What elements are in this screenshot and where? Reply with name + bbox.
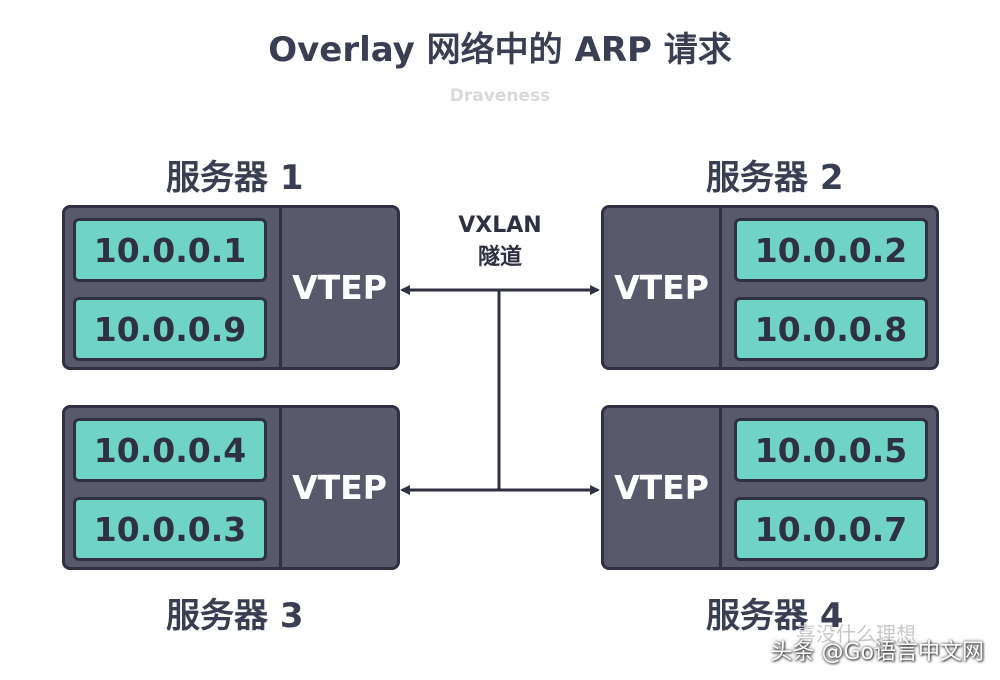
- tunnel-line2: 隧道: [477, 245, 522, 270]
- server-2: VTEP 10.0.0.2 10.0.0.8: [601, 205, 939, 370]
- server-4: VTEP 10.0.0.5 10.0.0.7: [601, 405, 939, 570]
- server-3-vtep: VTEP: [279, 408, 397, 567]
- vxlan-tunnel-label: VXLAN 隧道: [440, 210, 560, 274]
- server-3-ip-2: 10.0.0.3: [73, 497, 267, 561]
- server-1-label: 服务器 1: [166, 158, 304, 198]
- diagram-title: Overlay 网络中的 ARP 请求: [268, 30, 732, 70]
- watermark-main: 头条 @Go语言中文网: [770, 640, 984, 665]
- server-2-label: 服务器 2: [706, 158, 844, 198]
- server-2-vtep: VTEP: [604, 208, 722, 367]
- server-1-ip-2: 10.0.0.9: [73, 297, 267, 361]
- server-3-label: 服务器 3: [166, 596, 304, 636]
- server-3-ip-1: 10.0.0.4: [73, 418, 267, 482]
- server-2-ip-2: 10.0.0.8: [734, 297, 928, 361]
- tunnel-line1: VXLAN: [458, 213, 542, 238]
- watermark-faint: 喜没什么理想: [796, 622, 916, 646]
- server-1-vtep: VTEP: [279, 208, 397, 367]
- server-4-vtep: VTEP: [604, 408, 722, 567]
- server-2-ip-1: 10.0.0.2: [734, 218, 928, 282]
- server-1: 10.0.0.1 10.0.0.9 VTEP: [62, 205, 400, 370]
- server-3: 10.0.0.4 10.0.0.3 VTEP: [62, 405, 400, 570]
- diagram-subtitle: Draveness: [449, 86, 551, 106]
- server-4-ip-2: 10.0.0.7: [734, 497, 928, 561]
- server-4-ip-1: 10.0.0.5: [734, 418, 928, 482]
- server-4-label: 服务器 4: [706, 596, 844, 636]
- server-1-ip-1: 10.0.0.1: [73, 218, 267, 282]
